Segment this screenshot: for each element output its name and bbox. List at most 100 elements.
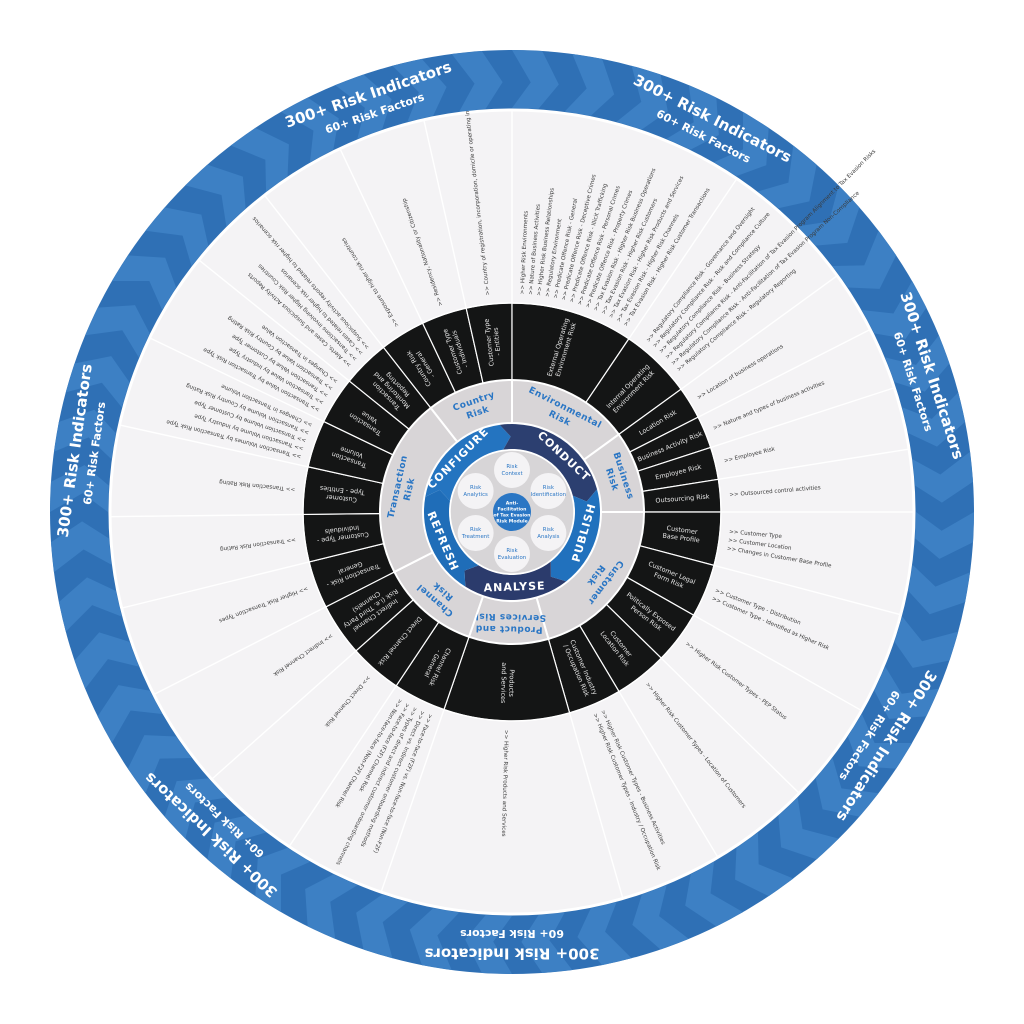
ring-chevron (832, 230, 897, 289)
panel-divider (339, 148, 424, 324)
panel-divider (710, 387, 895, 449)
ring-chevron (409, 908, 460, 971)
risk-stage-label: Analysis (537, 534, 559, 540)
panel-divider (697, 328, 871, 418)
panel-divider (718, 448, 910, 480)
panel-divider (693, 614, 862, 712)
ring-chevron (207, 815, 267, 879)
risk-factor-label: Customer (325, 493, 357, 504)
process-step-refresh[interactable] (424, 489, 479, 587)
ring-chevron (465, 915, 512, 974)
ring-chevron (65, 356, 130, 408)
risk-stage-circle[interactable] (457, 473, 494, 509)
risk-stage-circle[interactable] (530, 473, 567, 509)
ring-chevron (111, 255, 177, 310)
ring-chevron (356, 894, 408, 959)
panel-divider (660, 657, 800, 794)
risk-stage-label: Identification (531, 492, 566, 498)
ring-chevron (50, 465, 109, 512)
ring-chevron (632, 885, 689, 950)
risk-stage-label: Risk (506, 548, 518, 554)
process-step-analyse[interactable] (464, 561, 567, 600)
ring-chevron (451, 50, 503, 112)
risk-stage-label: Treatment (461, 534, 489, 540)
ring-chevron (735, 832, 794, 897)
ring-chevron (564, 53, 615, 116)
ring-chevron (902, 392, 966, 447)
risk-category-label: Services Risk (472, 610, 547, 622)
risk-factor-label: Customer (666, 524, 698, 536)
risk-module-center[interactable] (493, 493, 531, 531)
ring-chevron (85, 305, 150, 358)
ring-chevron (616, 65, 668, 130)
panel-divider (713, 564, 901, 616)
ring-chevron (145, 207, 209, 267)
ring-chevron (335, 74, 392, 139)
ring-chevron (255, 847, 310, 913)
process-step-configure[interactable] (425, 424, 511, 502)
panel-divider (198, 259, 350, 382)
risk-stage-label: Risk (470, 485, 482, 491)
ring-chevron (53, 409, 116, 460)
panel-divider (149, 337, 324, 423)
ring-chevron (847, 714, 913, 769)
risk-indicator-item: >> Higher Risk Products and Services (500, 730, 509, 837)
risk-stage-label: Risk (543, 527, 555, 533)
risk-module-title: Facilitation (498, 507, 527, 513)
panel-divider (153, 606, 327, 696)
ring-chevron (230, 127, 289, 192)
risk-stage-label: Analytics (463, 492, 488, 498)
risk-factor-label: Products (507, 669, 516, 697)
ring-chevron (757, 145, 817, 209)
ring-chevron (97, 685, 163, 743)
process-step-conduct[interactable] (499, 424, 598, 502)
ring-chevron-pattern (50, 50, 974, 974)
ring-chevron (512, 50, 559, 109)
risk-stage-circle[interactable] (530, 515, 567, 551)
risk-stage-circle[interactable] (494, 452, 530, 488)
ring-chevron (50, 521, 112, 573)
ring-chevron (185, 164, 246, 227)
risk-factor-label: and Services (499, 662, 508, 704)
panel-divider (211, 650, 357, 780)
risk-indicators-label: 300+ Risk Indicators (424, 945, 599, 963)
ring-chevron (392, 58, 447, 122)
risk-factor-label: - Entities (492, 326, 503, 356)
process-step-publish[interactable] (550, 489, 600, 582)
risk-stage-circle[interactable] (457, 515, 494, 551)
ring-chevron (74, 632, 139, 689)
risk-stage-label: Risk (506, 464, 518, 470)
panel-divider (110, 513, 304, 518)
risk-module-title: of Tax Evasion (494, 513, 531, 519)
ring-chevron (577, 902, 632, 966)
panel-divider (119, 424, 309, 468)
risk-stage-label: Context (501, 471, 522, 477)
panel-divider (618, 691, 719, 858)
panel-divider (568, 712, 624, 899)
panel-divider (680, 275, 838, 390)
panel-divider (263, 194, 384, 348)
ring-chevron (666, 85, 719, 150)
risk-indicator-item: >> Higher Risk Environments (520, 211, 530, 295)
ring-chevron (521, 912, 573, 974)
ring-chevron (127, 735, 192, 794)
risk-category-label: Product and (475, 623, 543, 635)
panel-divider (423, 119, 467, 309)
risk-category-segment[interactable] (379, 406, 459, 574)
ring-chevron (885, 335, 950, 392)
ring-chevron (778, 797, 839, 860)
ring-chevron (685, 861, 743, 927)
panel-divider (628, 178, 738, 340)
ring-chevron (861, 281, 927, 339)
risk-stage-label: Evaluation (498, 555, 526, 561)
panel-divider (288, 685, 397, 847)
ring-chevron (894, 616, 959, 668)
ring-chevron (164, 778, 227, 839)
risk-stage-label: Risk (470, 527, 482, 533)
risk-factors-label: 60+ Risk Factors (460, 927, 564, 940)
ring-chevron (797, 185, 860, 246)
risk-stage-circle[interactable] (494, 536, 530, 572)
